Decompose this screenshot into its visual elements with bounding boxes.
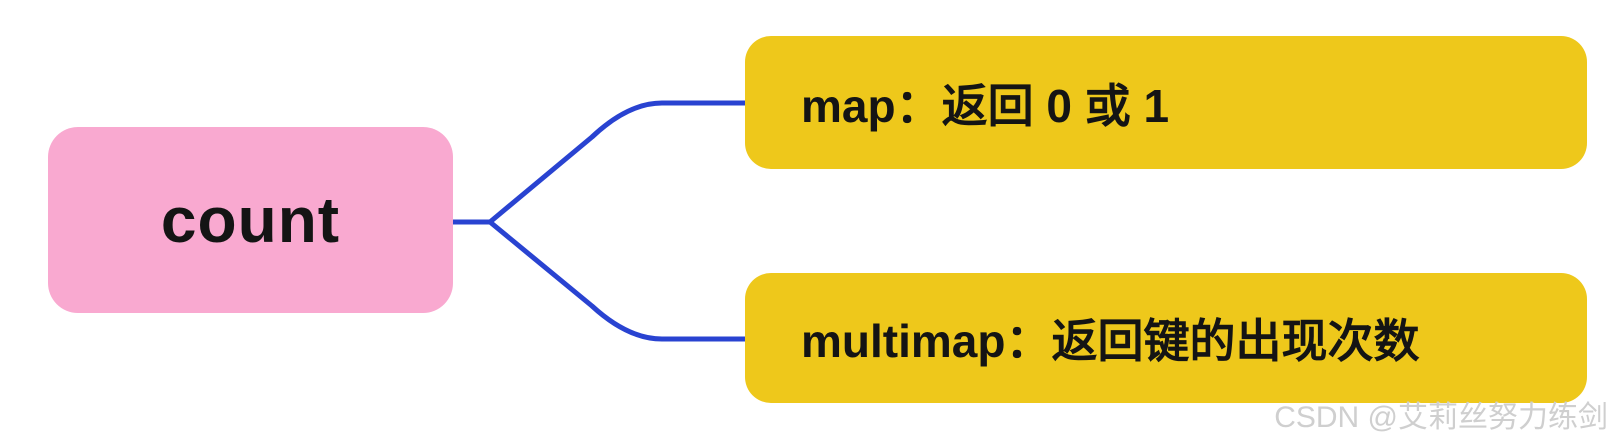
- watermark: CSDN @艾莉丝努力练剑: [1274, 401, 1608, 434]
- branch-node-multimap-label: multimap：返回键的出现次数: [801, 315, 1420, 367]
- branch-node-map-label: map：返回 0 或 1: [801, 79, 1170, 132]
- connector-branch-map: [487, 100, 750, 225]
- connector-branch-multimap: [487, 219, 750, 342]
- branch-node-multimap: multimap：返回键的出现次数: [745, 273, 1587, 403]
- branch-node-map: map：返回 0 或 1: [745, 36, 1587, 169]
- root-node-label: count: [160, 184, 341, 256]
- root-node-count: count: [48, 127, 453, 313]
